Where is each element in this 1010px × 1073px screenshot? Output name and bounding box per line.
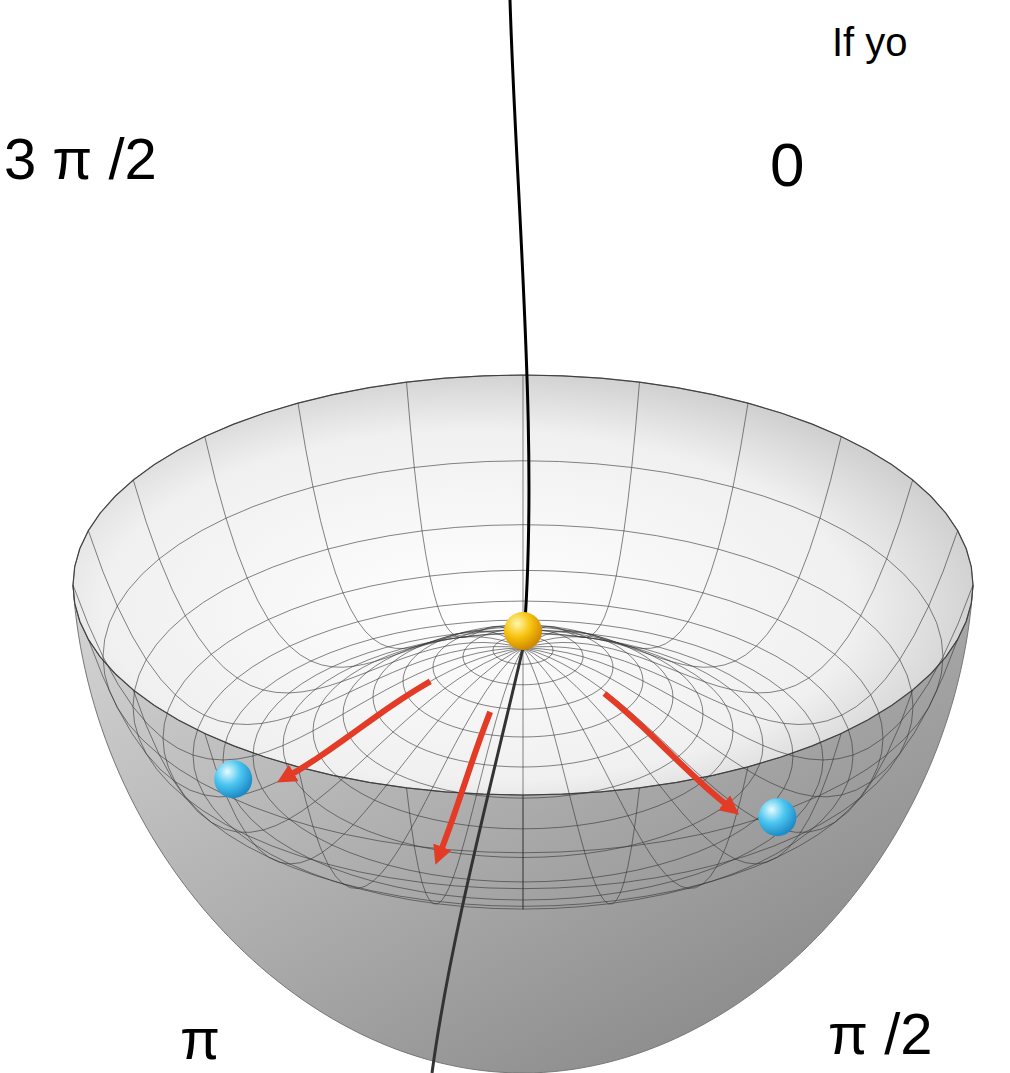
wire-spoke bbox=[523, 648, 841, 864]
wire-spoke bbox=[298, 403, 523, 648]
caption-fragment: If yo bbox=[832, 22, 908, 62]
wire-spoke bbox=[523, 585, 973, 760]
roll-arrow bbox=[604, 694, 731, 809]
wire-spoke bbox=[523, 648, 913, 832]
angle-label: π bbox=[180, 1010, 220, 1068]
wire-spoke bbox=[523, 648, 748, 888]
wire-spoke bbox=[523, 648, 639, 904]
angle-label: 0 bbox=[770, 134, 804, 196]
wire-spoke bbox=[523, 639, 958, 797]
wire-spoke bbox=[523, 480, 913, 693]
wire-spoke bbox=[88, 639, 523, 797]
unstable-ball bbox=[504, 612, 542, 650]
wire-spoke bbox=[133, 648, 523, 832]
roll-arrow bbox=[285, 681, 430, 777]
angle-label: π /2 bbox=[828, 1005, 933, 1063]
wire-spoke bbox=[523, 403, 748, 648]
surface-wireframe bbox=[73, 375, 973, 909]
wire-spoke bbox=[205, 437, 523, 668]
vacuum-ball bbox=[214, 760, 252, 798]
wire-spoke bbox=[523, 382, 639, 648]
wire-spoke bbox=[73, 585, 523, 760]
wire-spoke bbox=[523, 375, 524, 648]
wire-spoke bbox=[407, 382, 523, 648]
wire-spoke bbox=[298, 648, 523, 888]
balls bbox=[214, 612, 796, 836]
roll-arrows bbox=[285, 681, 731, 855]
vacuum-ball bbox=[758, 798, 796, 836]
wire-spoke bbox=[523, 648, 524, 909]
wire-spoke bbox=[523, 531, 958, 725]
vertical-axis bbox=[510, 0, 529, 648]
roll-arrow bbox=[439, 712, 490, 856]
wire-spoke bbox=[133, 480, 523, 693]
vertical-axis-lower bbox=[432, 648, 523, 1073]
angle-label: 3 π /2 bbox=[4, 130, 157, 188]
wire-spoke bbox=[523, 437, 841, 668]
wire-ring bbox=[193, 601, 853, 909]
wire-spoke bbox=[88, 531, 523, 725]
